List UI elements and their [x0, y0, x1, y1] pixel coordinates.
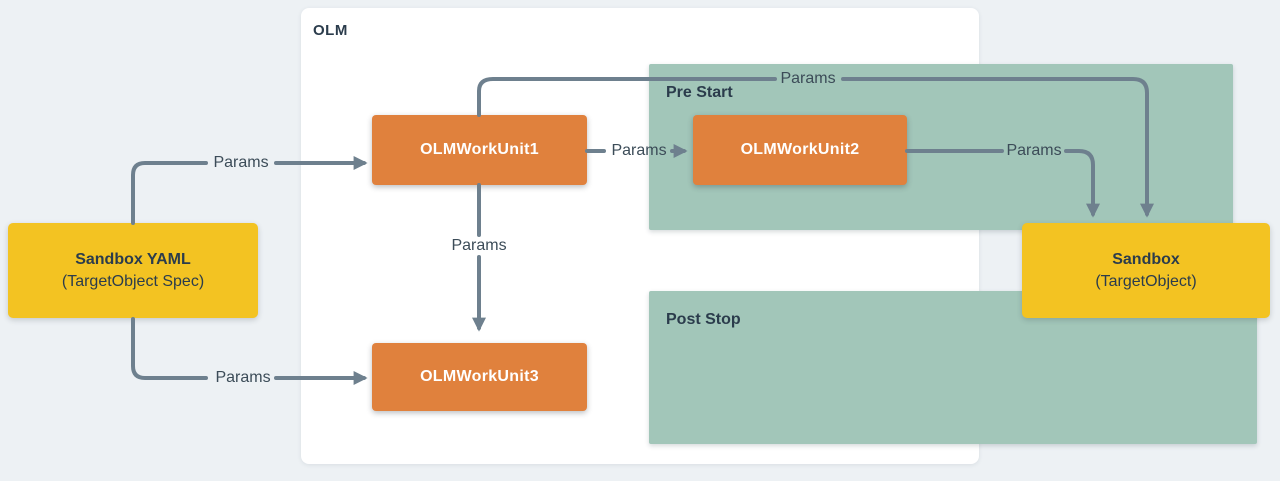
pre-start-title: Pre Start [666, 84, 733, 101]
olmworkunit1-label: OLMWorkUnit1 [420, 141, 539, 158]
edge-label-params-unit1-sandbox: Params [780, 70, 836, 87]
olmworkunit2-label: OLMWorkUnit2 [740, 141, 860, 158]
edge-label-params-yaml-unit1: Params [213, 154, 269, 171]
edge-label-params-unit2-sandbox: Params [1006, 142, 1062, 159]
node-olmworkunit1: OLMWorkUnit1 [372, 115, 587, 185]
olmworkunit3-label: OLMWorkUnit3 [420, 368, 539, 385]
sandbox-title: Sandbox [1112, 250, 1180, 268]
node-olmworkunit2: OLMWorkUnit2 [693, 115, 907, 185]
node-sandbox: Sandbox (TargetObject) [1022, 223, 1270, 318]
edge-label-params-yaml-unit3: Params [215, 369, 271, 386]
olm-panel-title: OLM [313, 22, 348, 39]
edge-label-params-unit1-unit2: Params [611, 142, 667, 159]
sandbox-yaml-title: Sandbox YAML [75, 250, 191, 268]
sandbox-yaml-subtitle: (TargetObject Spec) [61, 272, 205, 290]
edge-label-params-unit1-unit3: Params [451, 237, 507, 254]
post-stop-title: Post Stop [666, 311, 741, 328]
node-sandbox-yaml: Sandbox YAML (TargetObject Spec) [8, 223, 258, 318]
node-olmworkunit3: OLMWorkUnit3 [372, 343, 587, 411]
sandbox-subtitle: (TargetObject) [1095, 272, 1197, 290]
